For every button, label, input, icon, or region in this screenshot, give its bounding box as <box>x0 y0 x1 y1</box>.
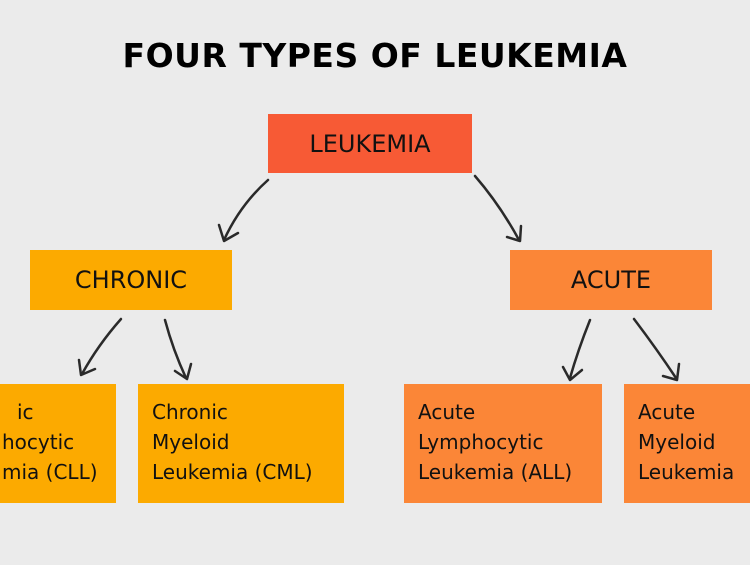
node-aml-line-1: Acute <box>638 400 696 424</box>
arrow-root-to-acute <box>473 174 523 243</box>
node-cml: Chronic Myeloid Leukemia (CML) <box>138 384 344 503</box>
node-aml-line-3: Leukemia <box>638 460 735 484</box>
node-all-line-1: Acute <box>418 400 476 424</box>
node-cll-line-3: mia (CLL) <box>2 460 98 484</box>
node-chronic: CHRONIC <box>30 250 232 310</box>
node-cml-line-3: Leukemia (CML) <box>152 460 313 484</box>
arrow-chronic-to-cml <box>163 318 193 381</box>
node-acute: ACUTE <box>510 250 712 310</box>
arrow-chronic-to-cll <box>77 317 123 377</box>
node-cll: ic hocytic mia (CLL) <box>0 384 116 503</box>
node-leukemia-label: LEUKEMIA <box>309 129 431 158</box>
arrow-root-to-chronic <box>217 178 270 243</box>
node-all: Acute Lymphocytic Leukemia (ALL) <box>404 384 602 503</box>
node-leukemia: LEUKEMIA <box>268 114 472 173</box>
arrow-acute-to-aml <box>632 317 681 382</box>
arrow-acute-to-all <box>561 318 592 382</box>
node-chronic-label: CHRONIC <box>74 266 188 294</box>
node-all-line-3: Leukemia (ALL) <box>418 460 573 484</box>
node-aml-line-2: Myeloid <box>638 430 716 454</box>
node-cll-line-2: hocytic <box>2 430 75 454</box>
node-cml-line-2: Myeloid <box>152 430 230 454</box>
node-cll-line-1: ic <box>17 400 34 424</box>
node-aml: Acute Myeloid Leukemia <box>624 384 750 503</box>
node-acute-label: ACUTE <box>570 266 652 294</box>
node-all-line-2: Lymphocytic <box>418 430 544 454</box>
diagram-title: FOUR TYPES OF LEUKEMIA <box>122 36 628 75</box>
node-cml-line-1: Chronic <box>152 400 228 424</box>
